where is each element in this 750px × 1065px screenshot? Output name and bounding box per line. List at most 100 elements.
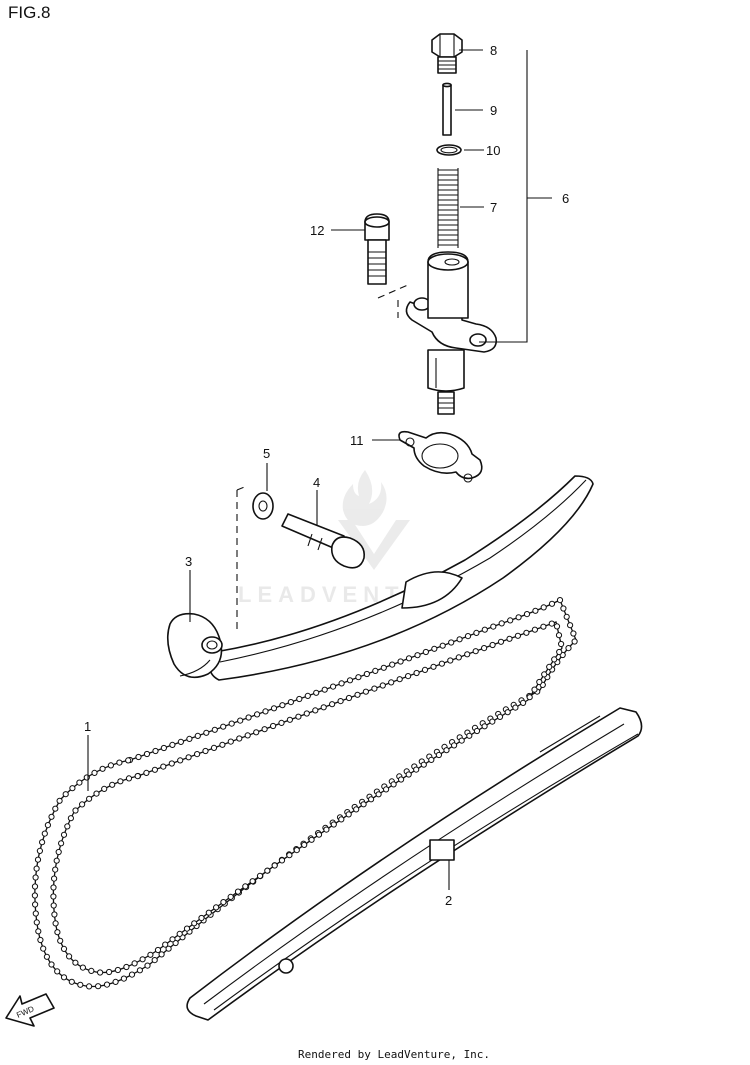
- chain-link: [135, 753, 142, 761]
- chain-link: [220, 723, 227, 730]
- chain-link: [202, 747, 209, 755]
- chain-link: [320, 704, 327, 711]
- callout-leaders: [87, 49, 552, 890]
- chain-link: [211, 726, 218, 733]
- chain-tensioner-guide: [166, 475, 594, 681]
- chain-link: [523, 611, 531, 618]
- chain-link: [37, 936, 44, 944]
- chain-link: [128, 971, 136, 978]
- chain-link: [88, 967, 95, 975]
- chain-link: [270, 722, 277, 730]
- chain-link: [458, 737, 465, 744]
- chain-link: [414, 652, 421, 659]
- chain-link: [455, 654, 462, 661]
- chain-link: [191, 920, 198, 927]
- cam-chain: [31, 597, 578, 990]
- chain-link: [439, 642, 446, 649]
- chain-link: [372, 667, 379, 675]
- chain-link: [44, 822, 52, 829]
- chain-link: [205, 909, 212, 916]
- chain-link: [571, 638, 578, 645]
- chain-link: [345, 694, 353, 702]
- chain-link: [504, 709, 511, 716]
- chain-link: [51, 875, 58, 882]
- chain-link: [51, 911, 58, 918]
- chain-link: [143, 769, 150, 777]
- chain-link: [177, 757, 184, 764]
- chain-link: [383, 786, 390, 793]
- chain-link: [185, 754, 192, 761]
- chain-link: [69, 785, 76, 792]
- chain-link: [256, 872, 264, 880]
- chain-link: [313, 689, 320, 696]
- chain-link: [315, 831, 323, 838]
- chain-link: [198, 914, 205, 922]
- chain-link: [177, 738, 184, 746]
- chain-link: [514, 632, 522, 639]
- chain-link: [244, 732, 251, 739]
- chain-link: [567, 622, 574, 629]
- chain-link: [101, 785, 108, 793]
- chain-link: [32, 901, 39, 908]
- chain-link: [330, 683, 337, 690]
- chain-link: [50, 902, 57, 909]
- chain-link: [438, 660, 445, 667]
- chain-link: [278, 857, 286, 864]
- chain-link: [79, 964, 87, 971]
- chain-link: [286, 716, 293, 723]
- chain-link: [106, 968, 113, 976]
- bolt-alignment-line: [377, 283, 411, 299]
- chain-link: [77, 981, 84, 988]
- tensioner-cap-bolt: [431, 33, 463, 74]
- chain-link: [125, 757, 132, 764]
- chain-link: [321, 686, 328, 693]
- chain-link: [330, 821, 337, 828]
- chain-link: [160, 744, 167, 752]
- chain-link: [194, 751, 201, 758]
- chain-link: [95, 983, 102, 990]
- chain-link: [120, 975, 128, 982]
- chain-link: [546, 663, 553, 671]
- callout-2: 2: [445, 893, 452, 908]
- chain-link: [413, 669, 420, 677]
- chain-link: [329, 701, 336, 708]
- chain-link: [54, 929, 61, 936]
- chain-link: [112, 978, 119, 986]
- guide-alignment-tick: [236, 485, 248, 491]
- tensioner-o-ring: [436, 144, 462, 156]
- chain-link: [53, 857, 60, 864]
- chain-link: [32, 910, 39, 917]
- chain-link: [219, 741, 226, 748]
- chain-link: [380, 664, 387, 671]
- chain-link: [473, 727, 481, 735]
- chain-link: [66, 953, 73, 960]
- chain-link: [123, 963, 130, 971]
- chain-link: [109, 781, 116, 788]
- chain-link: [117, 778, 124, 785]
- chain-link: [33, 865, 40, 872]
- chain-link: [371, 685, 378, 692]
- chain-link: [39, 839, 46, 846]
- chain-link: [213, 904, 220, 911]
- chain-link: [262, 708, 269, 715]
- chain-link: [76, 779, 83, 786]
- callout-11: 11: [350, 433, 364, 448]
- chain-link: [162, 941, 169, 948]
- chain-link: [154, 946, 162, 954]
- chain-link: [304, 692, 311, 700]
- chain-link: [183, 925, 191, 932]
- chain-link: [553, 623, 561, 630]
- chain-link: [72, 807, 79, 814]
- callout-8: 8: [490, 43, 497, 58]
- chain-link: [97, 969, 104, 976]
- chain-link: [489, 641, 496, 649]
- chain-link: [31, 883, 39, 890]
- chain-link: [67, 815, 75, 822]
- chain-link: [515, 614, 522, 621]
- chain-link: [227, 738, 234, 745]
- chain-link: [236, 735, 243, 742]
- chain-link: [43, 953, 51, 960]
- chain-link: [139, 956, 146, 963]
- chain-link: [526, 694, 533, 701]
- chain-link: [134, 773, 141, 780]
